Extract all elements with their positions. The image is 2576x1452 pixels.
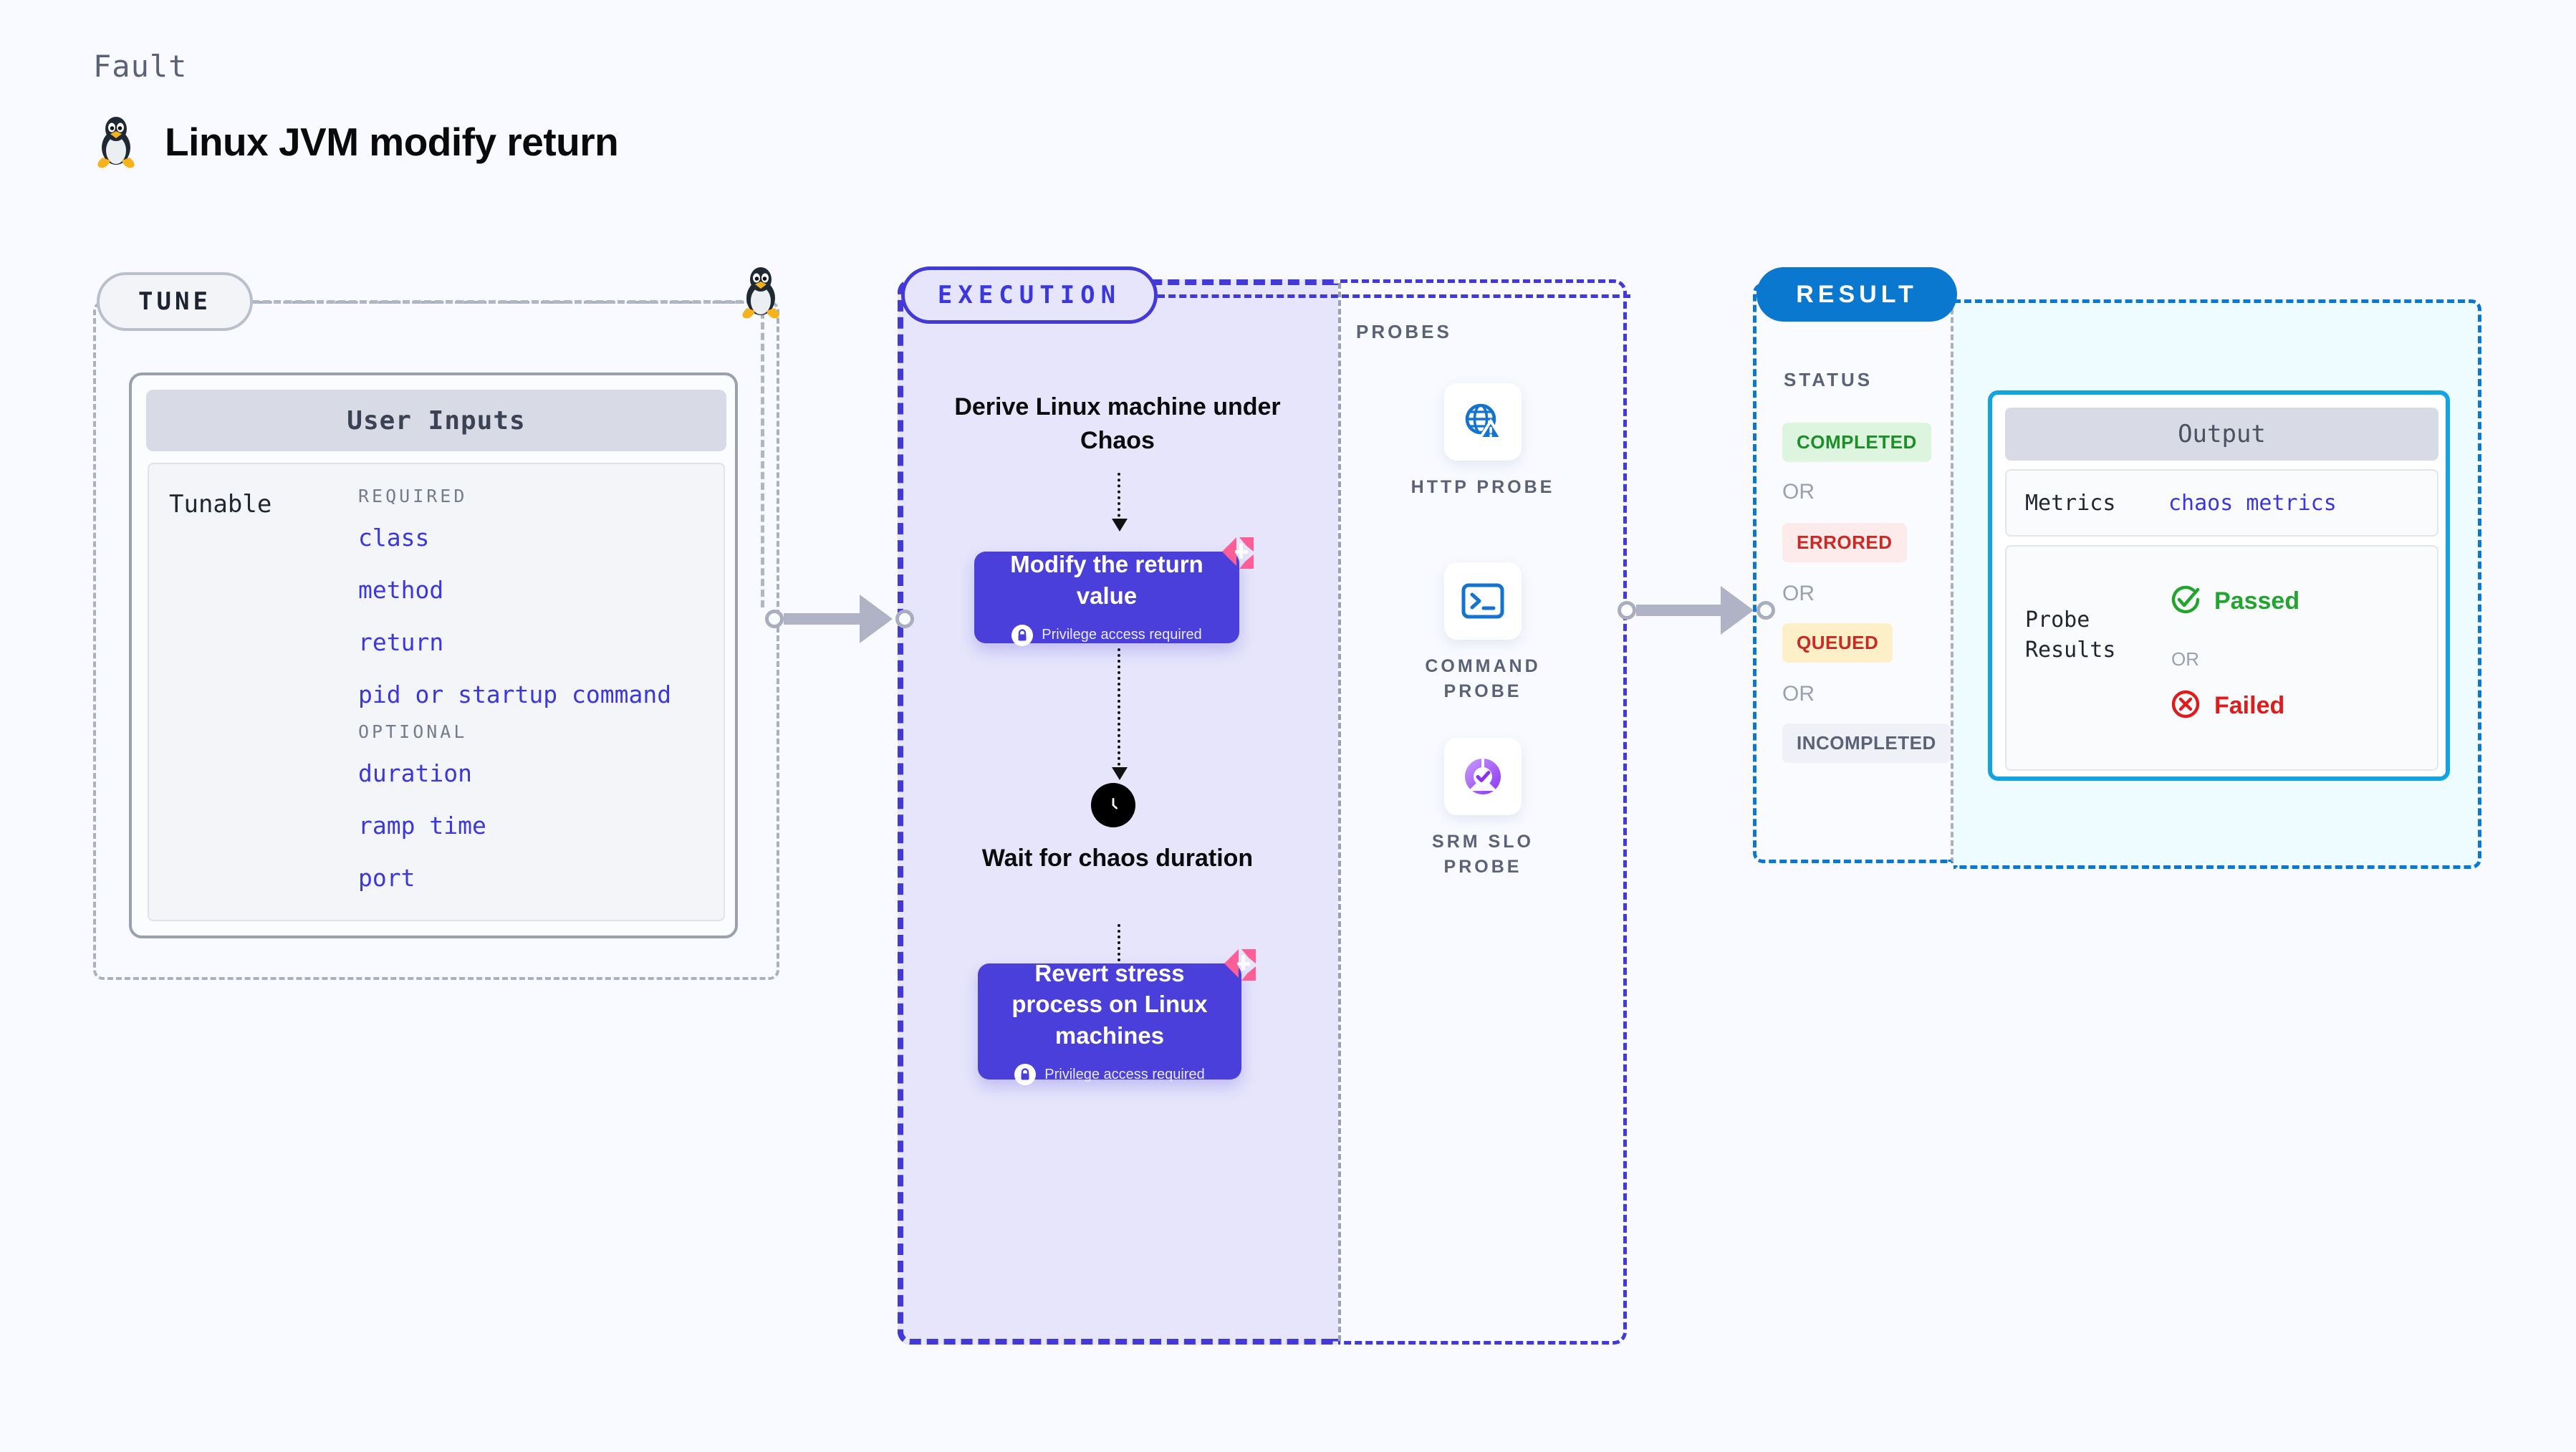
probe-item-command[interactable]: COMMAND PROBE xyxy=(1390,562,1576,704)
execution-badge: EXECUTION xyxy=(901,266,1158,324)
page-title: Linux JVM modify return xyxy=(165,120,619,164)
probe-result-or-label: OR xyxy=(2171,648,2199,670)
user-inputs-card: User Inputs Tunable REQUIRED class metho… xyxy=(129,372,738,938)
result-badge: RESULT xyxy=(1756,267,1957,322)
output-metrics-row: Metrics chaos metrics xyxy=(2005,469,2438,537)
probe-result-failed-label: Failed xyxy=(2214,692,2285,719)
tunable-group-required-title: REQUIRED xyxy=(358,486,468,506)
status-badge-completed: COMPLETED xyxy=(1782,423,1931,462)
status-title: STATUS xyxy=(1784,369,1873,390)
status-badge-queued: QUEUED xyxy=(1782,623,1893,663)
connector-tune-to-execution xyxy=(765,595,914,643)
check-circle-icon xyxy=(2170,584,2201,619)
output-card: Output Metrics chaos metrics Probe Resul… xyxy=(1988,390,2450,781)
status-badge-incompleted: INCOMPLETED xyxy=(1782,723,1951,763)
tunable-item-port[interactable]: port xyxy=(358,864,415,892)
output-title: Output xyxy=(2005,408,2438,461)
connector-dot xyxy=(1756,601,1775,620)
execution-node-title: Modify the return value xyxy=(1010,551,1203,609)
status-or-label: OR xyxy=(1782,682,1815,706)
tunable-group-optional-title: OPTIONAL xyxy=(358,721,468,742)
probe-item-srm-slo[interactable]: SRM SLO PROBE xyxy=(1390,738,1576,880)
page-title-row: Linux JVM modify return xyxy=(93,115,619,169)
privilege-text: Privilege access required xyxy=(1042,627,1202,643)
x-circle-icon xyxy=(2170,688,2201,723)
connector-arrowhead xyxy=(1721,586,1754,635)
clock-icon xyxy=(1091,783,1135,827)
linux-penguin-icon xyxy=(738,265,784,319)
privilege-row: Privilege access required xyxy=(1011,624,1202,646)
probe-result-passed-label: Passed xyxy=(2214,587,2300,615)
tunable-box: Tunable REQUIRED class method return pid… xyxy=(148,463,725,921)
tunable-item-pid-or-startup-command[interactable]: pid or startup command xyxy=(358,681,672,708)
probe-result-failed: Failed xyxy=(2170,688,2284,723)
terminal-icon xyxy=(1444,562,1522,640)
metrics-value[interactable]: chaos metrics xyxy=(2168,490,2337,516)
tunable-item-ramp-time[interactable]: ramp time xyxy=(358,812,486,840)
probe-results-label: Probe Results xyxy=(2025,607,2116,663)
probe-item-http[interactable]: HTTP PROBE xyxy=(1390,383,1576,500)
tunable-row-label: Tunable xyxy=(169,490,272,519)
flow-arrow-1 xyxy=(1112,473,1128,532)
litmus-chaos-icon xyxy=(1218,533,1258,577)
page-kicker: Fault xyxy=(93,49,188,84)
tune-badge: TUNE xyxy=(97,272,253,331)
probes-title: PROBES xyxy=(1356,321,1452,342)
execution-node-modify-return[interactable]: Modify the return value Privilege access… xyxy=(974,537,1254,646)
probe-label: SRM SLO PROBE xyxy=(1432,832,1534,877)
tunable-item-method[interactable]: method xyxy=(358,576,444,604)
execution-connector-line xyxy=(1158,294,1630,298)
privilege-row: Privilege access required xyxy=(1014,1064,1205,1086)
execution-step-wait-label: Wait for chaos duration xyxy=(981,845,1254,872)
user-inputs-title: User Inputs xyxy=(146,390,726,451)
connector-dot xyxy=(765,610,784,628)
flow-arrow-2 xyxy=(1112,648,1128,780)
connector-dot xyxy=(1618,601,1636,620)
tune-penguin-stem xyxy=(761,301,764,607)
privilege-text: Privilege access required xyxy=(1044,1066,1205,1082)
probe-label: HTTP PROBE xyxy=(1410,477,1555,497)
status-or-label: OR xyxy=(1782,582,1815,605)
litmus-chaos-icon xyxy=(1220,945,1260,989)
probes-divider xyxy=(1338,283,1341,1341)
execution-step-derive-label: Derive Linux machine under Chaos xyxy=(954,393,1281,454)
probe-result-passed: Passed xyxy=(2170,584,2299,619)
output-probe-results-row: Probe Results Passed OR Failed xyxy=(2005,545,2438,771)
donut-check-icon xyxy=(1444,738,1522,815)
status-badge-errored: ERRORED xyxy=(1782,523,1907,562)
probe-label: COMMAND PROBE xyxy=(1425,656,1541,701)
connector-bar xyxy=(784,613,861,625)
linux-penguin-icon xyxy=(93,115,139,169)
tunable-item-class[interactable]: class xyxy=(358,524,430,552)
lock-icon xyxy=(1014,1064,1037,1086)
metrics-label: Metrics xyxy=(2025,490,2116,516)
connector-arrowhead xyxy=(860,595,893,643)
connector-bar xyxy=(1636,605,1722,616)
tunable-item-duration[interactable]: duration xyxy=(358,759,472,787)
execution-node-revert-stress[interactable]: Revert stress process on Linux machines … xyxy=(978,949,1256,1086)
tune-connector-line xyxy=(252,300,754,304)
globe-warning-icon xyxy=(1444,383,1522,461)
lock-icon xyxy=(1011,624,1034,646)
tunable-values: REQUIRED class method return pid or star… xyxy=(358,486,716,916)
tunable-item-return[interactable]: return xyxy=(358,628,444,656)
status-or-label: OR xyxy=(1782,480,1815,504)
execution-node-title: Revert stress process on Linux machines xyxy=(1011,959,1208,1049)
connector-execution-to-result xyxy=(1618,586,1775,635)
connector-dot xyxy=(895,610,914,628)
